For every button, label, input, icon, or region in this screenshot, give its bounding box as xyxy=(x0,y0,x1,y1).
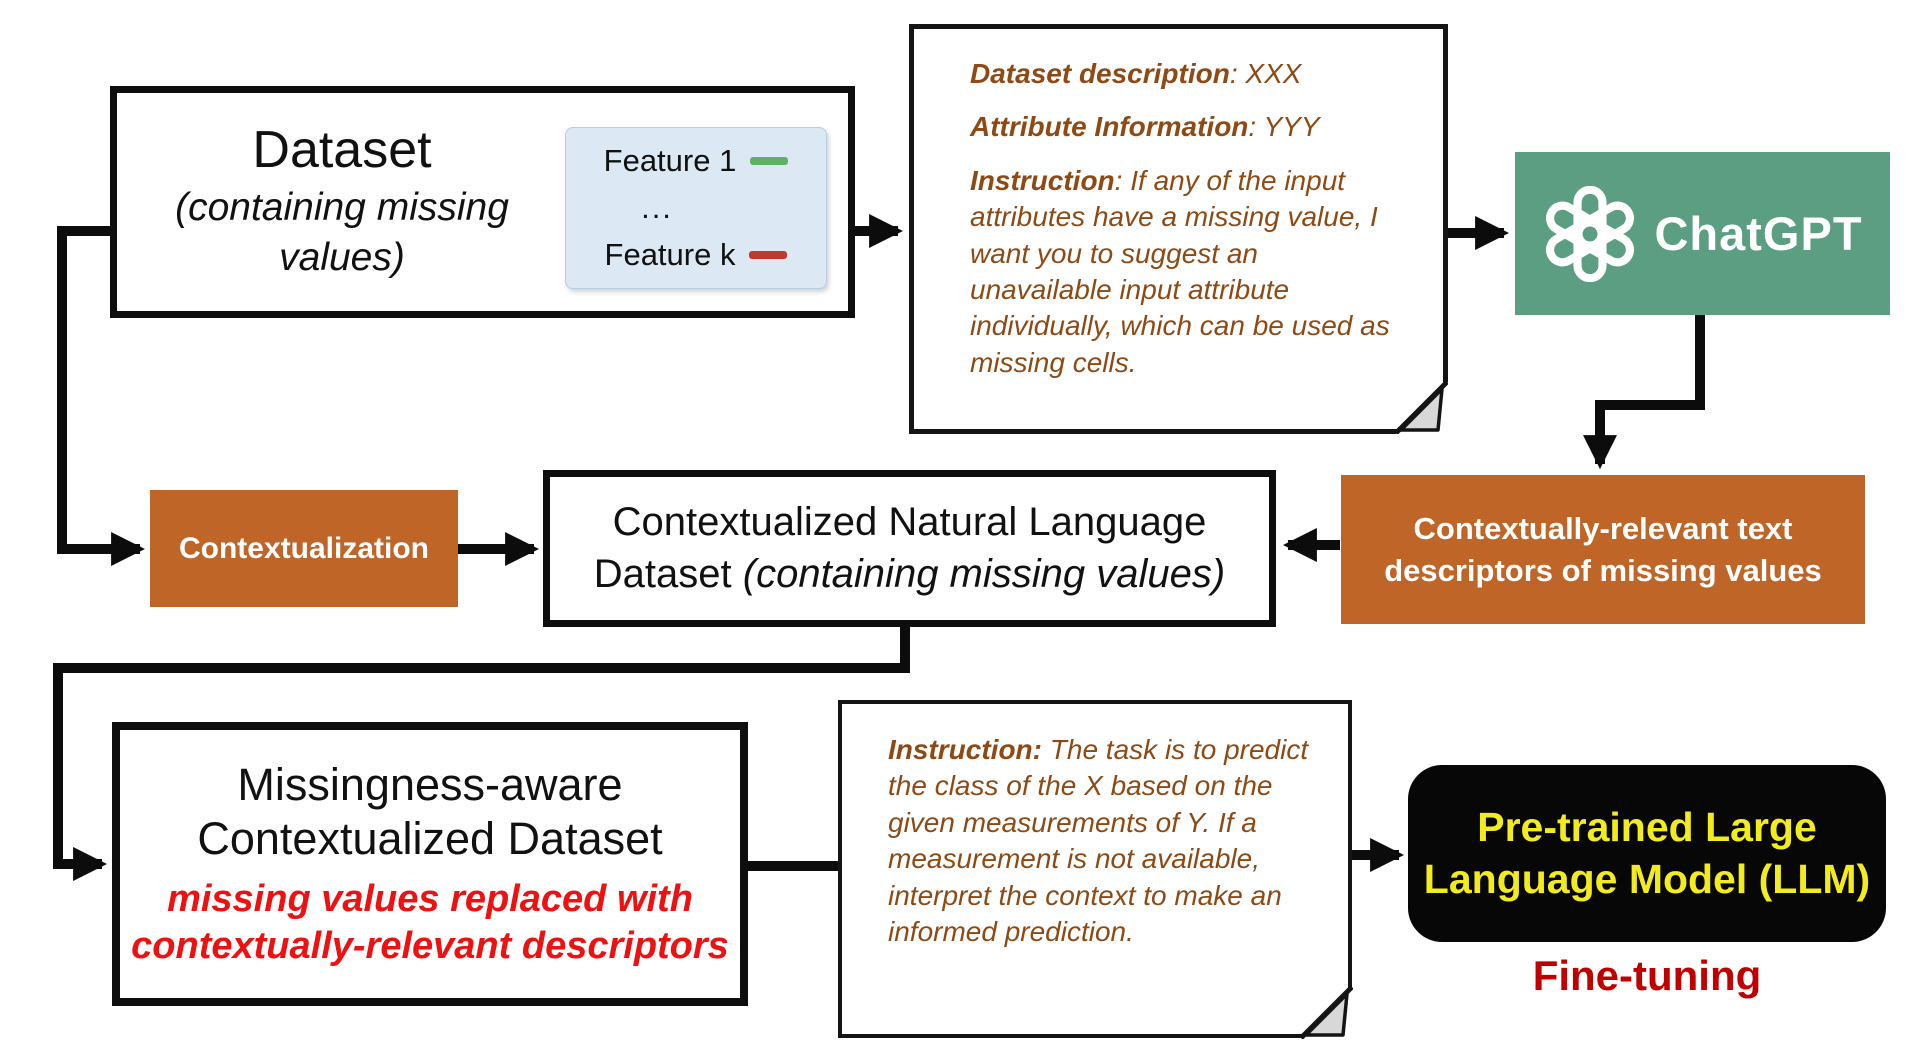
missingness-dataset-box: Missingness-aware Contextualized Dataset… xyxy=(112,722,748,1006)
prompt-note-top: Dataset description: XXX Attribute Infor… xyxy=(909,24,1448,434)
arrow-dataset-to-contextualization xyxy=(57,226,146,567)
dataset-box: Dataset (containing missing values) Feat… xyxy=(110,86,855,318)
folded-corner-icon xyxy=(1396,382,1448,434)
missingness-note: missing values replaced with contextuall… xyxy=(131,876,729,971)
note-label: Attribute Information xyxy=(970,111,1249,143)
arrow-cnl-to-missingness xyxy=(53,626,910,882)
missingness-title-line1: Missingness-aware xyxy=(237,758,623,810)
contextualization-label: Contextualization xyxy=(178,531,429,565)
missingness-note-line1: missing values replaced with xyxy=(167,877,693,920)
arrow-chatgpt-to-descriptors xyxy=(1582,314,1705,470)
missingness-note-line2: contextually-relevant descriptors xyxy=(131,925,729,967)
note-line: Attribute Information: YYY xyxy=(970,109,1407,145)
llm-line1: Pre-trained Large xyxy=(1477,804,1817,851)
feature-row: Feature 1 xyxy=(580,143,812,179)
missingness-title-line2: Contextualized Dataset xyxy=(197,812,663,864)
dataset-subtitle: (containing missing values) xyxy=(175,185,509,279)
openai-logo-icon xyxy=(1546,185,1635,282)
note-line: Instruction: If any of the input attribu… xyxy=(970,163,1407,381)
descriptors-label: Contextually-relevant text descriptors o… xyxy=(1384,510,1822,588)
note-value: : XXX xyxy=(1229,58,1302,89)
dataset-title: Dataset xyxy=(252,120,432,179)
chatgpt-box: ChatGPT xyxy=(1515,152,1890,315)
note-value: : YYY xyxy=(1248,111,1320,143)
note-value: : If any of the input attributes have a … xyxy=(970,164,1390,378)
note-line: Dataset description: XXX xyxy=(970,56,1407,92)
feature-1-dash-icon xyxy=(750,157,789,166)
contextualization-box: Contextualization xyxy=(150,490,458,607)
cnl-line2-normal: Dataset xyxy=(593,551,743,596)
chatgpt-label: ChatGPT xyxy=(1654,207,1863,260)
fine-tuning-label: Fine-tuning xyxy=(1532,952,1762,999)
llm-line2: Language Model (LLM) xyxy=(1423,855,1871,902)
dataset-box-text: Dataset (containing missing values) xyxy=(127,93,557,311)
note-label: Instruction: xyxy=(888,734,1042,765)
note-value: The task is to predict the class of the … xyxy=(888,734,1309,947)
ellipsis-label: ... xyxy=(641,189,673,225)
contextualized-dataset-box: Contextualized Natural Language Dataset … xyxy=(543,470,1276,627)
feature-row-ellipsis: ... xyxy=(580,190,734,226)
feature-label: Feature k xyxy=(604,236,736,272)
folded-corner-icon xyxy=(1301,987,1353,1039)
descriptors-box: Contextually-relevant text descriptors o… xyxy=(1341,475,1865,624)
cnl-line2: Dataset (containing missing values) xyxy=(594,549,1225,600)
feature-list-panel: Feature 1 ... Feature k xyxy=(565,127,827,289)
cnl-line1: Contextualized Natural Language xyxy=(612,500,1207,545)
cnl-line2-italic: (containing missing values) xyxy=(742,551,1226,596)
note-label: Instruction xyxy=(970,164,1115,196)
note-line: Instruction: The task is to predict the … xyxy=(888,732,1318,950)
prompt-note-bottom: Instruction: The task is to predict the … xyxy=(838,700,1353,1039)
feature-label: Feature 1 xyxy=(603,143,737,179)
llm-box: Pre-trained Large Language Model (LLM) xyxy=(1408,765,1886,942)
note-label: Dataset description xyxy=(970,58,1230,89)
feature-row: Feature k xyxy=(580,237,812,273)
feature-k-dash-icon xyxy=(749,250,788,259)
